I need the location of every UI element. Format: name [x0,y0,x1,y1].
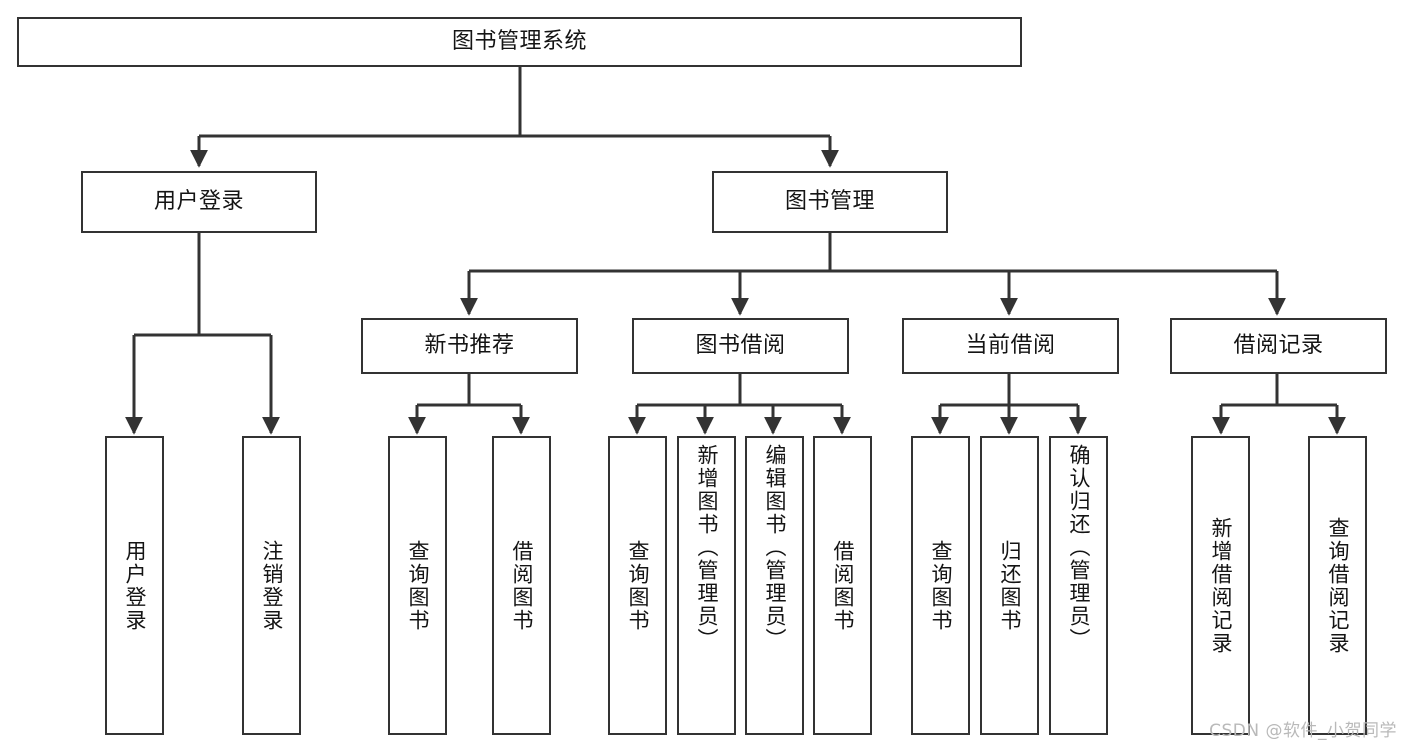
leaf-new-book-borrow[interactable]: 借阅图书 [492,436,551,735]
node-current-borrow[interactable]: 当前借阅 [902,318,1119,374]
leaf-current-return-book[interactable]: 归还图书 [980,436,1039,735]
leaf-new-book-query[interactable]: 查询图书 [388,436,447,735]
node-label: 编辑图书（管理员） [763,444,787,651]
node-label: 借阅记录 [1233,333,1324,359]
node-label: 查询图书 [406,539,430,632]
node-new-book-recommend[interactable]: 新书推荐 [361,318,578,374]
node-label: 新增图书（管理员） [695,444,719,651]
node-label: 图书管理系统 [451,29,587,55]
node-label: 当前借阅 [965,333,1056,359]
leaf-current-confirm-return-admin[interactable]: 确认归还（管理员） [1049,436,1108,735]
node-label: 图书管理 [784,189,875,215]
node-label: 新增借阅记录 [1209,516,1233,655]
leaf-borrow-query-book[interactable]: 查询图书 [608,436,667,735]
node-label: 借阅图书 [510,539,534,632]
leaf-user-login-signin[interactable]: 用户登录 [105,436,164,735]
leaf-borrow-edit-book-admin[interactable]: 编辑图书（管理员） [745,436,804,735]
node-book-borrow[interactable]: 图书借阅 [632,318,849,374]
node-label: 确认归还（管理员） [1067,444,1091,651]
node-label: 查询图书 [929,539,953,632]
leaf-user-login-signout[interactable]: 注销登录 [242,436,301,735]
node-label: 用户登录 [123,539,147,632]
leaf-borrow-borrow-book[interactable]: 借阅图书 [813,436,872,735]
node-borrow-record[interactable]: 借阅记录 [1170,318,1387,374]
node-label: 注销登录 [260,539,284,632]
node-label: 归还图书 [998,539,1022,632]
leaf-borrow-add-book-admin[interactable]: 新增图书（管理员） [677,436,736,735]
node-user-login[interactable]: 用户登录 [81,171,317,233]
node-label: 图书借阅 [695,333,786,359]
node-label: 借阅图书 [831,539,855,632]
node-root-book-management-system[interactable]: 图书管理系统 [17,17,1022,67]
node-book-management[interactable]: 图书管理 [712,171,948,233]
leaf-current-query-book[interactable]: 查询图书 [911,436,970,735]
leaf-record-add-borrow-record[interactable]: 新增借阅记录 [1191,436,1250,735]
node-label: 新书推荐 [424,333,515,359]
node-label: 查询图书 [626,539,650,632]
watermark: CSDN @软件_小贺同学 [1209,721,1397,741]
node-label: 用户登录 [153,189,244,215]
node-label: 查询借阅记录 [1326,516,1350,655]
leaf-record-query-borrow-record[interactable]: 查询借阅记录 [1308,436,1367,735]
